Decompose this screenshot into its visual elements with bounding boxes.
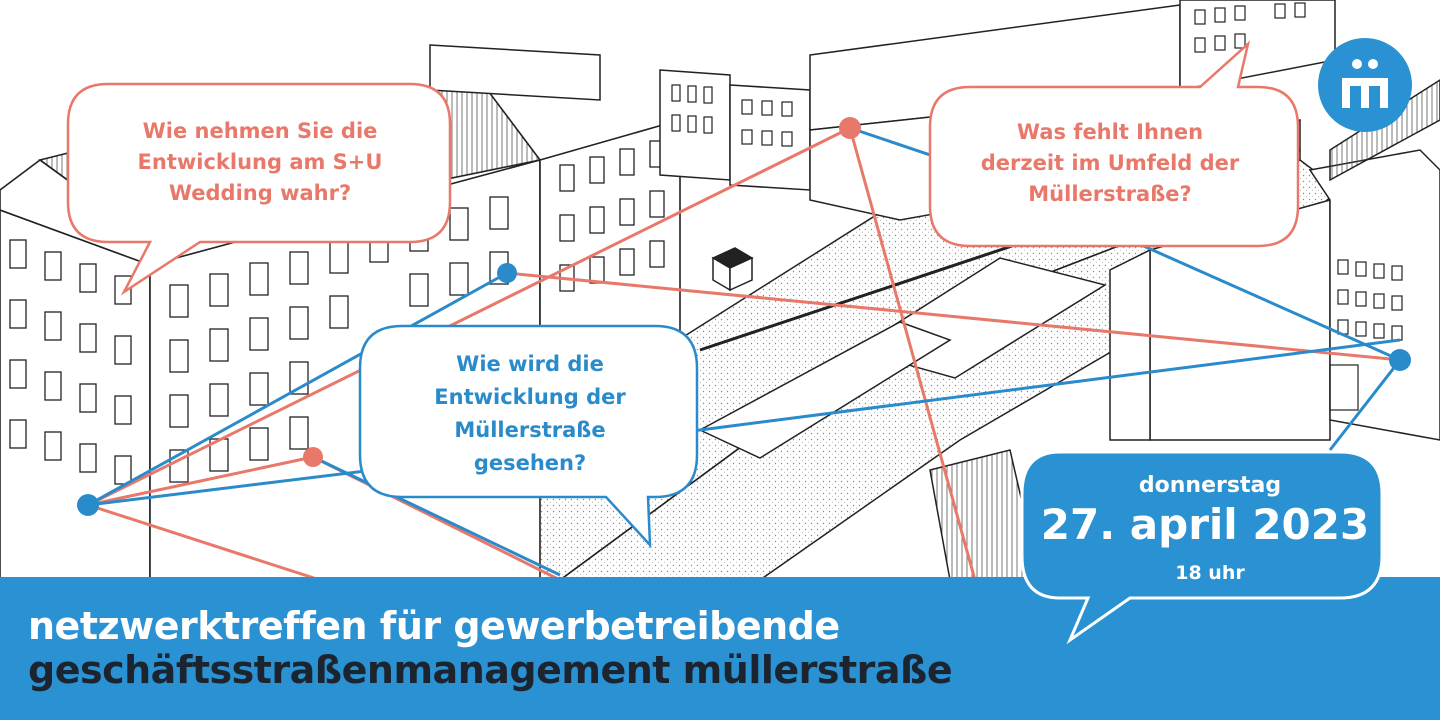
headline-event-title: netzwerktreffen für gewerbetreibende	[28, 604, 840, 648]
bubble-line: gesehen?	[473, 451, 587, 475]
node-right	[1389, 349, 1411, 371]
bubble-line: Entwicklung der	[434, 385, 626, 409]
node-top	[839, 117, 861, 139]
bubble-line: Wie nehmen Sie die	[142, 119, 378, 143]
node-center-left	[303, 447, 323, 467]
left-building-windows	[9, 140, 665, 485]
question-umfeld-muellerstrasse: Was fehlt Ihnen derzeit im Umfeld der Mü…	[945, 117, 1275, 210]
bubble-line: Entwicklung am S+U	[137, 150, 383, 174]
event-date: 27. april 2023	[1040, 500, 1370, 549]
bubble-line: derzeit im Umfeld der	[980, 151, 1240, 175]
far-building-windows	[671, 2, 1306, 147]
mu-monogram-logo-icon	[1318, 38, 1412, 132]
network-lines-blue	[87, 126, 1402, 577]
speech-bubble-top-left	[66, 82, 452, 296]
speech-bubble-top-right	[928, 40, 1300, 248]
event-time: 18 uhr	[1175, 562, 1245, 584]
bubble-line: Wedding wahr?	[168, 181, 352, 205]
node-left	[77, 494, 99, 516]
bubble-line: Was fehlt Ihnen	[1016, 120, 1204, 144]
headline-band	[0, 577, 1440, 720]
bubble-line: Müllerstraße	[454, 418, 606, 442]
headline-organizer: geschäftsstraßenmanagement müllerstraße	[28, 648, 953, 692]
question-entwicklung-muellerstrasse: Wie wird die Entwicklung der Müllerstraß…	[375, 348, 685, 480]
bubble-line: Müllerstraße?	[1028, 182, 1192, 206]
node-center-top	[497, 263, 517, 283]
kiosk	[711, 247, 754, 292]
network-nodes	[77, 117, 1411, 516]
bubble-line: Wie wird die	[456, 352, 604, 376]
speech-bubble-center	[358, 324, 699, 549]
date-bubble	[1020, 450, 1384, 645]
event-weekday: donnerstag	[1138, 473, 1282, 498]
question-s-u-wedding: Wie nehmen Sie die Entwicklung am S+U We…	[90, 116, 430, 209]
